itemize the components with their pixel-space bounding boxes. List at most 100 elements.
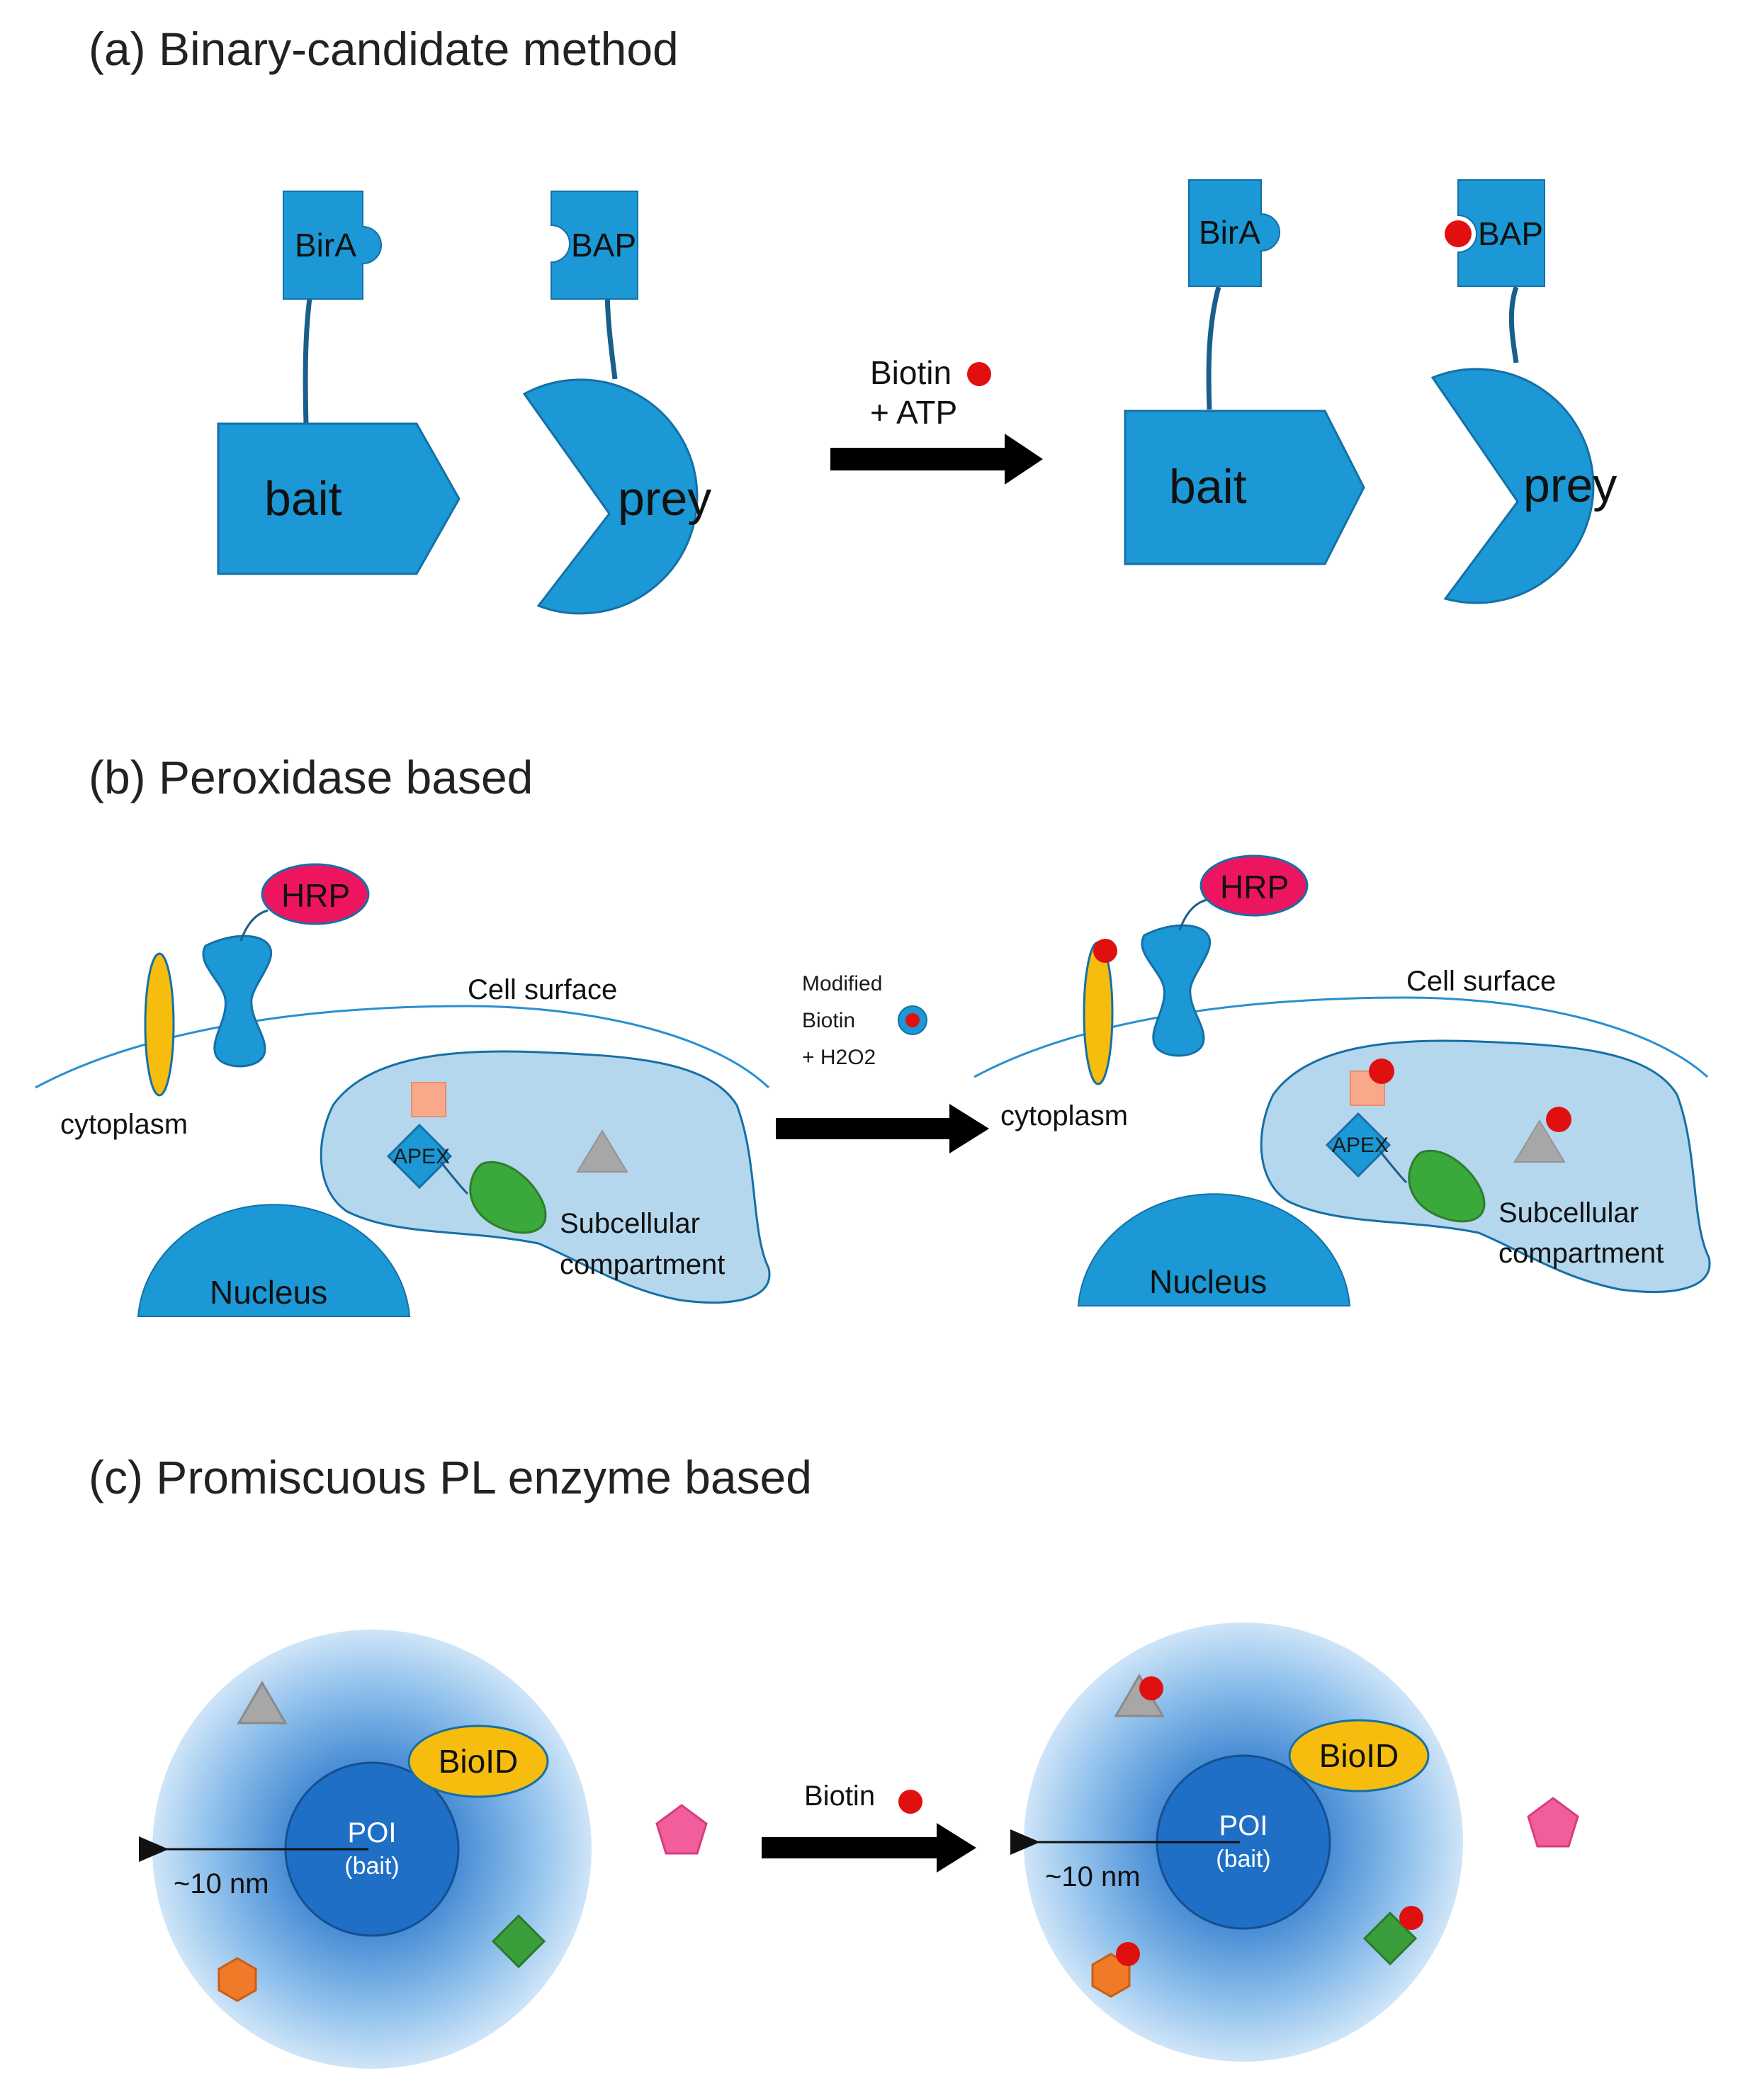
bioid-label: BioID — [439, 1743, 518, 1780]
panel-b-reaction: Modified Biotin + H2O2 — [776, 972, 989, 1153]
cell-surface-label: Cell surface — [1406, 966, 1556, 997]
panel-b-after: Nucleus Cell surface cytoplasm HRP APEX … — [973, 854, 1711, 1306]
poi-label: POI — [1219, 1810, 1268, 1841]
radius-label: ~10 nm — [1045, 1861, 1141, 1892]
poi-green — [469, 1161, 547, 1234]
bioid-enzyme — [407, 1724, 549, 1798]
panel-c-title: (c) Promiscuous PL enzyme based — [89, 1451, 812, 1503]
biotin-dot-icon — [898, 1790, 922, 1814]
reaction-arrow-icon — [776, 1104, 989, 1153]
bait-label: bait — [1169, 460, 1247, 514]
panel-b-title: (b) Peroxidase based — [89, 751, 533, 803]
panel-a-before: BirA BAP bait prey — [217, 191, 711, 615]
panel-a-after: BirA BAP bait prey — [1124, 179, 1617, 604]
reagent-modified-label: Modified — [802, 972, 882, 995]
bait-linker — [1206, 286, 1221, 410]
reagent-h2o2-label: + H2O2 — [802, 1046, 876, 1069]
bap-label: BAP — [1478, 215, 1543, 252]
bioid-label: BioID — [1319, 1737, 1399, 1774]
panel-c-after: POI (bait) BioID ~10 nm — [1010, 1622, 1579, 2062]
bap-tag — [551, 191, 638, 300]
reagent-biotin-label: Biotin — [870, 354, 952, 391]
apex-label: APEX — [1332, 1134, 1389, 1157]
apex-enzyme — [1325, 1112, 1391, 1178]
hrp-linker — [1178, 898, 1207, 931]
hrp-label: HRP — [281, 877, 350, 914]
cell-surface-label: Cell surface — [468, 974, 617, 1005]
square-substrate-icon — [411, 1082, 446, 1117]
prey-label: prey — [618, 472, 711, 526]
nucleus-label: Nucleus — [210, 1274, 327, 1311]
biotin-dot-icon — [1139, 1676, 1163, 1700]
biotin-dot-icon — [905, 1013, 920, 1027]
poi-label: POI — [348, 1817, 397, 1848]
subcellular-label: Subcellular — [1498, 1197, 1639, 1229]
panel-a-title: (a) Binary-candidate method — [89, 23, 679, 75]
apex-linker — [439, 1161, 469, 1195]
reagent-biotin-label: Biotin — [802, 1009, 855, 1032]
reaction-arrow-icon — [762, 1823, 976, 1873]
bait-protein — [217, 422, 461, 575]
prey-protein — [1430, 368, 1595, 604]
cell-membrane — [973, 996, 1709, 1078]
panel-b-before: Nucleus Cell surface cytoplasm HRP APEX … — [35, 863, 771, 1317]
compartment-label: compartment — [1498, 1238, 1664, 1269]
bira-tag — [1188, 179, 1280, 287]
diamond-substrate-icon — [491, 1914, 546, 1969]
triangle-substrate-icon — [1513, 1119, 1566, 1163]
apex-label: APEX — [393, 1145, 450, 1168]
bira-tag — [283, 191, 382, 300]
reaction-arrow-icon — [830, 434, 1043, 485]
nucleus — [137, 1204, 411, 1317]
hrp-enzyme — [261, 863, 370, 925]
membrane-protein — [1083, 941, 1114, 1085]
pentagon-outside-icon — [655, 1804, 708, 1855]
panel-a-reaction: Biotin + ATP — [830, 354, 1043, 485]
membrane-protein — [144, 952, 175, 1097]
apex-enzyme — [386, 1123, 453, 1190]
hrp-enzyme — [1199, 854, 1309, 917]
radius-label: ~10 nm — [174, 1868, 269, 1899]
pentagon-outside-icon — [1527, 1797, 1579, 1848]
bait-protein — [1124, 410, 1365, 565]
apex-linker — [1378, 1150, 1408, 1184]
triangle-substrate-icon — [576, 1129, 628, 1173]
biotin-dot-icon — [1445, 220, 1472, 247]
hrp-label: HRP — [1220, 869, 1289, 905]
bap-label: BAP — [571, 227, 636, 264]
bira-label: BirA — [1199, 214, 1260, 251]
poi-sub-label: (bait) — [344, 1853, 399, 1880]
cytoplasm-label: cytoplasm — [60, 1109, 188, 1140]
bira-label: BirA — [295, 227, 356, 264]
prey-linker — [1508, 286, 1519, 363]
biotin-dot-icon — [1546, 1107, 1571, 1132]
biotin-dot-icon — [1116, 1942, 1140, 1966]
hexagon-substrate-icon — [218, 1957, 257, 2002]
biotin-dot-icon — [1369, 1059, 1394, 1084]
triangle-substrate-icon — [237, 1681, 288, 1724]
prey-protein — [522, 378, 699, 615]
bap-tag — [1457, 179, 1545, 287]
compartment-label: compartment — [560, 1249, 725, 1280]
subcellular-label: Subcellular — [560, 1208, 700, 1239]
cytoplasm-label: cytoplasm — [1000, 1100, 1128, 1131]
hrp-linker — [239, 909, 269, 942]
nucleus — [1077, 1193, 1351, 1306]
panel-c-reaction: Biotin — [762, 1780, 976, 1873]
hrp-receptor — [1141, 924, 1211, 1057]
panel-c-before: POI (bait) BioID ~10 nm — [139, 1630, 708, 2069]
biotin-dot-icon — [967, 362, 991, 386]
biotin-dot-icon — [1399, 1906, 1423, 1930]
poi-sub-label: (bait) — [1216, 1846, 1270, 1873]
biotin-dot-icon — [1093, 939, 1117, 963]
cell-membrane — [35, 1005, 770, 1089]
reagent-biotin-label: Biotin — [804, 1780, 875, 1812]
bait-label: bait — [264, 472, 342, 526]
bioid-enzyme — [1288, 1719, 1430, 1793]
hrp-receptor — [202, 935, 272, 1068]
nucleus-label: Nucleus — [1149, 1263, 1267, 1300]
poi-green — [1408, 1149, 1486, 1223]
prey-label: prey — [1523, 458, 1617, 512]
reagent-atp-label: + ATP — [870, 394, 957, 431]
